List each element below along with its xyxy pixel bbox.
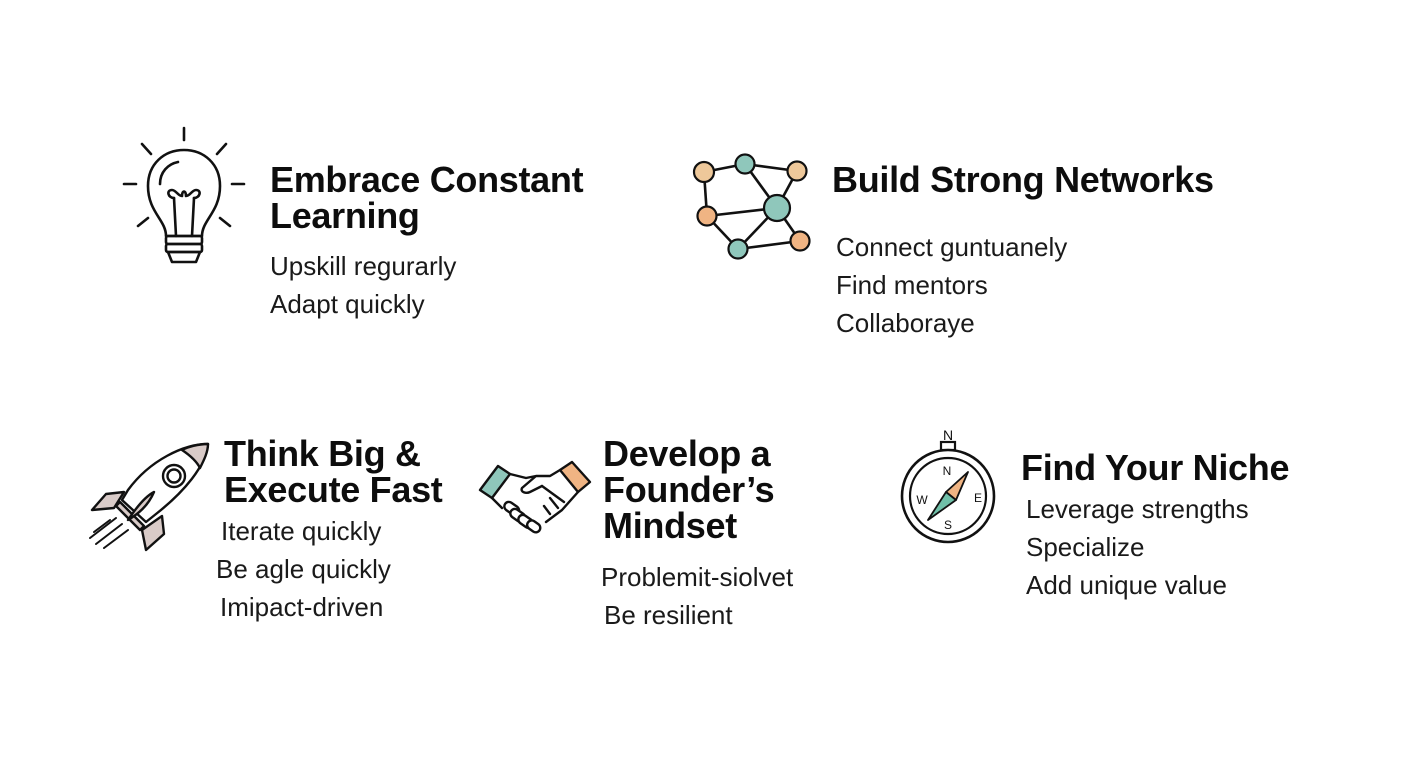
card-items: Leverage strengths Specialize Add unique… <box>1026 490 1249 604</box>
list-item: Connect guntuanely <box>836 232 1068 262</box>
svg-text:N: N <box>943 464 952 478</box>
card-title: Find Your Niche <box>1021 447 1290 488</box>
title-line: Mindset <box>603 505 737 546</box>
card-title: Think Big & Execute Fast <box>224 436 443 508</box>
list-item: Find mentors <box>836 270 988 300</box>
title-line: Execute Fast <box>224 469 443 510</box>
list-item: Adapt quickly <box>270 289 425 319</box>
compass-icon: N N E S W <box>900 427 996 544</box>
rocket-icon <box>89 442 210 552</box>
card-items: Connect guntuanely Find mentors Collabor… <box>836 228 1067 342</box>
list-item: Be agle quickly <box>216 554 391 584</box>
compass-top-label: N <box>943 427 953 443</box>
list-item: Leverage strengths <box>1026 494 1249 524</box>
card-items: Iterate quickly Be agle quickly Imipact-… <box>216 512 391 626</box>
card-items: Upskill regurarly Adapt quickly <box>270 247 456 323</box>
card-title: Build Strong Networks <box>832 162 1214 198</box>
title-line: Learning <box>270 195 420 236</box>
svg-text:E: E <box>974 491 982 505</box>
card-items: Problemit-siolvet Be resilient <box>601 558 793 634</box>
svg-text:W: W <box>916 493 928 507</box>
svg-text:S: S <box>944 518 952 532</box>
list-item: Imipact-driven <box>220 592 384 622</box>
title-line: Think Big & <box>224 433 421 474</box>
list-item: Collaboraye <box>836 308 975 338</box>
title-line: Embrace Constant <box>270 159 584 200</box>
list-item: Be resilient <box>604 600 733 630</box>
card-title: Develop a Founder’s Mindset <box>603 433 775 546</box>
title-line: Develop a <box>603 433 771 474</box>
network-icon <box>692 153 811 260</box>
lightbulb-icon <box>122 126 246 264</box>
list-item: Add unique value <box>1026 570 1227 600</box>
list-item: Iterate quickly <box>221 516 382 546</box>
title-line: Founder’s <box>603 469 775 510</box>
list-item: Problemit-siolvet <box>601 562 794 592</box>
handshake-icon <box>478 460 592 534</box>
list-item: Specialize <box>1026 532 1145 562</box>
title-line: Find Your Niche <box>1021 447 1290 488</box>
card-title: Embrace Constant Learning <box>270 159 584 236</box>
list-item: Upskill regurarly <box>270 251 457 281</box>
title-line: Build Strong Networks <box>832 159 1214 200</box>
